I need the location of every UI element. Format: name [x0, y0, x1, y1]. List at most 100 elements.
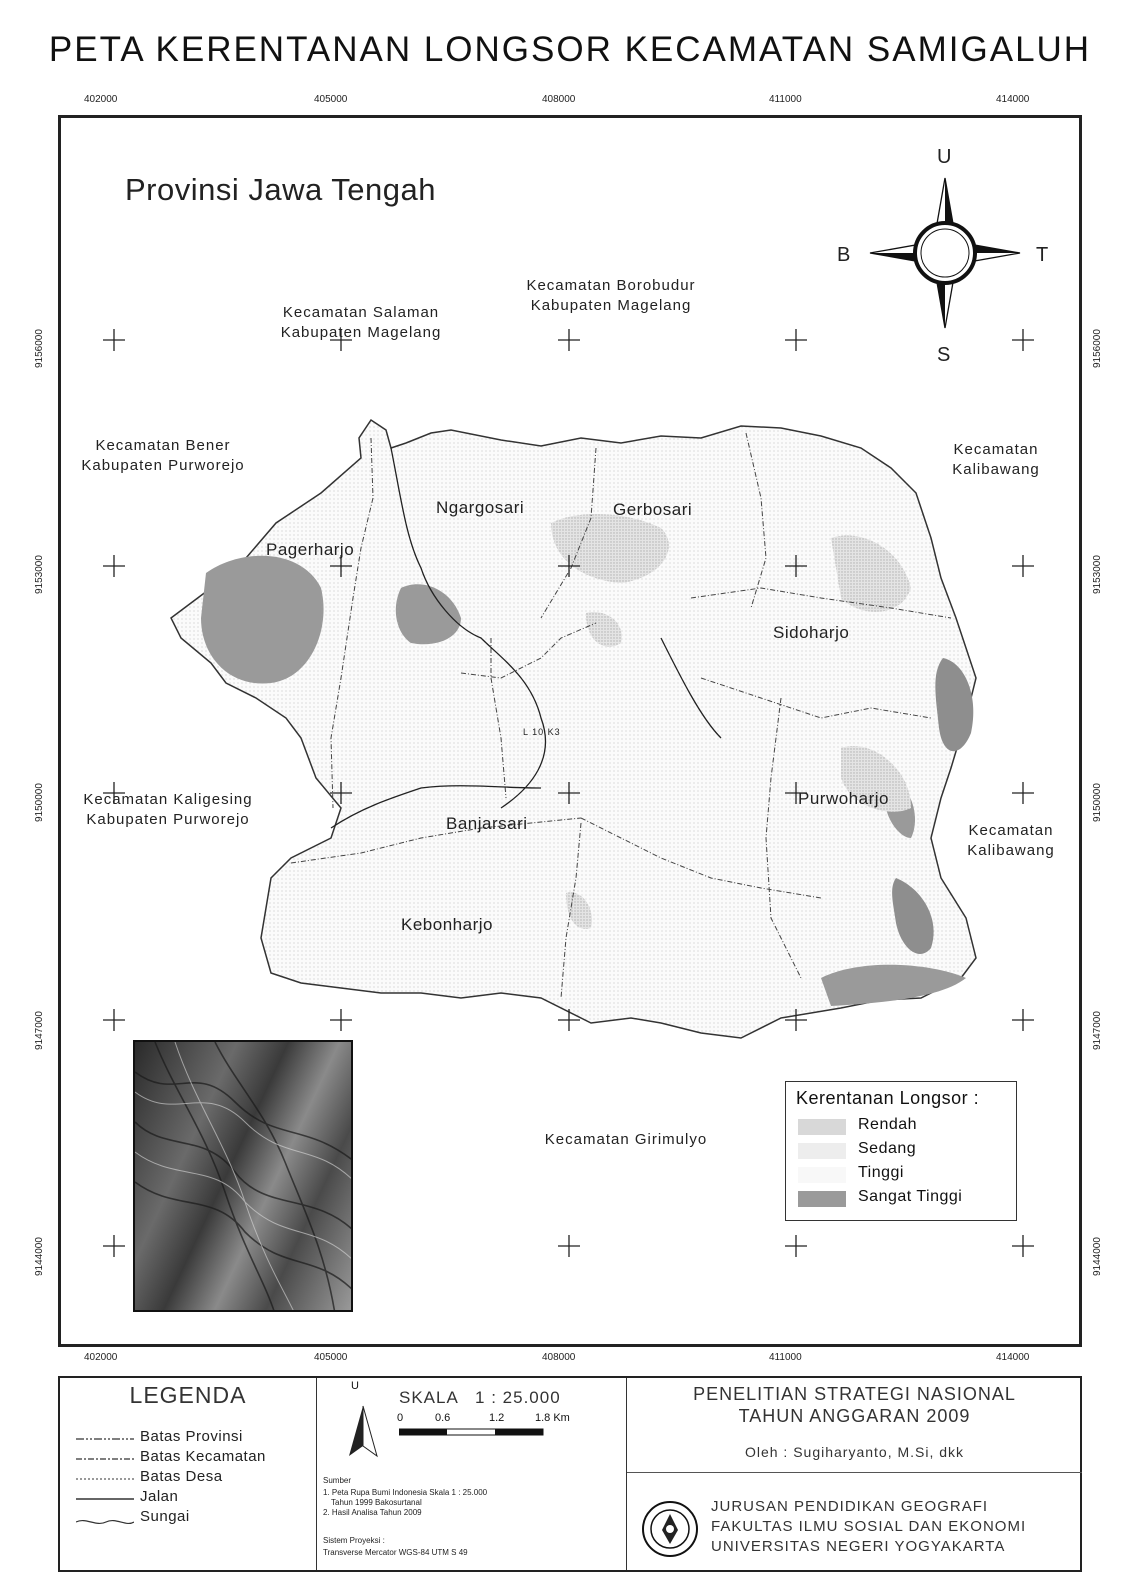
legend-section: LEGENDA Batas Provinsi Batas Kecamatan B…: [60, 1378, 317, 1570]
susceptibility-legend: Kerentanan Longsor : Rendah Sedang Tingg…: [785, 1081, 1017, 1221]
source-title: Sumber: [323, 1476, 352, 1485]
legend-line-label: Batas Kecamatan: [140, 1448, 266, 1465]
line-sample: [76, 1498, 134, 1500]
zone-sangat-tinggi: [935, 658, 974, 752]
village-gerbosari: Gerbosari: [613, 500, 693, 519]
neighbor-line: Kecamatan Salaman: [282, 304, 440, 321]
compass-east-label: T: [1036, 244, 1049, 266]
grid-y-label: 9147000: [1092, 1011, 1103, 1050]
village-purwoharjo: Purwoharjo: [798, 789, 889, 808]
legend-label: Tinggi: [858, 1164, 904, 1181]
bottom-panel: LEGENDA Batas Provinsi Batas Kecamatan B…: [58, 1376, 1082, 1572]
legend-label: Rendah: [858, 1116, 918, 1133]
zone-sangat-tinggi: [395, 584, 461, 645]
neighbor-borobudur: Kecamatan Borobudur Kabupaten Magelang: [491, 276, 731, 316]
grid-y-label: 9156000: [1092, 329, 1103, 368]
credits-line2: TAHUN ANGGARAN 2009: [738, 1406, 971, 1426]
source-line: 2. Hasil Analisa Tahun 2009: [323, 1508, 422, 1517]
credits-divider: [627, 1472, 1082, 1473]
zone-rendah: [831, 535, 911, 612]
source-line: 1. Peta Rupa Bumi Indonesia Skala 1 : 25…: [323, 1488, 488, 1497]
university-logo-icon: [642, 1501, 698, 1557]
village-small-label: L 10 K3: [523, 727, 561, 737]
neighbor-line: Kabupaten Purworejo: [86, 811, 250, 828]
grid-y-label: 9147000: [34, 1011, 45, 1050]
samigaluh-boundary: [170, 418, 977, 1039]
institution-line: UNIVERSITAS NEGERI YOGYAKARTA: [711, 1538, 1006, 1555]
grid-x-label-bottom: 405000: [314, 1352, 348, 1363]
village-boundaries: [290, 432, 952, 999]
grid-x-label: 405000: [314, 94, 348, 105]
north-arrow-label: U: [351, 1380, 359, 1392]
grid-x-label: 408000: [542, 94, 576, 105]
map-title: PETA KERENTANAN LONGSOR KECAMATAN SAMIGA…: [48, 30, 1092, 69]
credits-line1: PENELITIAN STRATEGI NASIONAL: [693, 1384, 1016, 1404]
legend-line-label: Batas Provinsi: [140, 1428, 243, 1445]
hillshade-inset: [133, 1040, 353, 1312]
grid-x-label: 414000: [996, 94, 1030, 105]
legend-swatch: [798, 1119, 846, 1135]
neighbor-kaligesing: Kecamatan Kaligesing Kabupaten Purworejo: [63, 790, 273, 830]
neighbor-girimulyo: Kecamatan Girimulyo: [544, 1131, 708, 1148]
neighbor-kalibawang-bottom: Kecamatan Kalibawang: [951, 821, 1071, 861]
neighbor-line: Kabupaten Purworejo: [81, 457, 245, 474]
zone-rendah: [586, 612, 622, 647]
scale-tick: 1.2: [489, 1412, 505, 1424]
zone-sangat-tinggi: [201, 555, 324, 684]
village-pagerharjo: Pagerharjo: [266, 540, 355, 559]
legend-section-title: LEGENDA: [129, 1382, 247, 1408]
grid-x-label-bottom: 411000: [769, 1352, 802, 1363]
credits-section: PENELITIAN STRATEGI NASIONAL TAHUN ANGGA…: [627, 1378, 1082, 1570]
scale-tick: 0: [397, 1412, 404, 1424]
village-ngargosari: Ngargosari: [436, 498, 525, 517]
village-sidoharjo: Sidoharjo: [773, 623, 850, 642]
zone-sangat-tinggi: [892, 878, 934, 954]
line-sample: [76, 1478, 134, 1480]
grid-x-label-bottom: 402000: [84, 1352, 118, 1363]
legend-swatch: [798, 1167, 846, 1183]
grid-x-label-bottom: 408000: [542, 1352, 576, 1363]
scale-section: U SKALA 1 : 25.000 0 0.6 1.2 1.8 Km Sumb…: [317, 1378, 627, 1570]
grid-y-label: 9150000: [1092, 783, 1103, 822]
neighbor-salaman: Kecamatan Salaman Kabupaten Magelang: [241, 303, 481, 343]
line-sample: [76, 1519, 134, 1525]
grid-x-label: 411000: [769, 94, 802, 105]
legend-line-label: Sungai: [140, 1508, 190, 1525]
map-canvas: [103, 177, 1034, 1257]
province-label: Provinsi Jawa Tengah: [125, 172, 436, 207]
zone-sangat-tinggi: [821, 964, 966, 1006]
source-line: Tahun 1999 Bakosurtanal: [331, 1498, 422, 1507]
rivers: [330, 447, 722, 829]
scale-bar: [399, 1428, 544, 1436]
institution-line: FAKULTAS ILMU SOSIAL DAN EKONOMI: [711, 1518, 1027, 1535]
zone-rendah: [841, 746, 911, 812]
legend-label: Sangat Tinggi: [858, 1188, 963, 1205]
grid-y-label: 9144000: [1092, 1237, 1103, 1276]
scale-label: SKALA 1 : 25.000: [399, 1388, 561, 1407]
neighbor-bener: Kecamatan Bener Kabupaten Purworejo: [63, 436, 263, 476]
grid-y-label: 9144000: [34, 1237, 45, 1276]
grid-y-label: 9156000: [34, 329, 45, 368]
neighbor-line: Kecamatan: [953, 441, 1039, 458]
grid-x-label: 402000: [84, 94, 118, 105]
projection-title: Sistem Proyeksi :: [323, 1536, 385, 1545]
grid-y-label: 9150000: [34, 783, 45, 822]
compass-rose: [869, 177, 1021, 329]
village-kebonharjo: Kebonharjo: [401, 915, 493, 934]
credits-author: Oleh : Sugiharyanto, M.Si, dkk: [744, 1444, 965, 1460]
legend-swatch: [798, 1191, 846, 1207]
grid-crosses: [103, 329, 1034, 1257]
institution-line: JURUSAN PENDIDIKAN GEOGRAFI: [711, 1498, 989, 1515]
projection-value: Transverse Mercator WGS-84 UTM S 49: [323, 1548, 468, 1557]
line-sample: [76, 1458, 134, 1460]
compass-north-label: U: [937, 146, 952, 168]
neighbor-line: Kecamatan Borobudur: [526, 277, 696, 294]
grid-y-label: 9153000: [1092, 555, 1103, 594]
neighbor-line: Kecamatan Kaligesing: [83, 791, 253, 808]
scale-tick: 1.8 Km: [535, 1412, 570, 1424]
map-frame: U S B T Provinsi Jawa Tengah Kecamatan S…: [58, 115, 1082, 1347]
neighbor-kalibawang-top: Kecamatan Kalibawang: [931, 440, 1061, 480]
legend-label: Sedang: [858, 1140, 917, 1157]
susceptibility-legend-title: Kerentanan Longsor :: [796, 1088, 980, 1108]
scale-tick: 0.6: [435, 1412, 451, 1424]
